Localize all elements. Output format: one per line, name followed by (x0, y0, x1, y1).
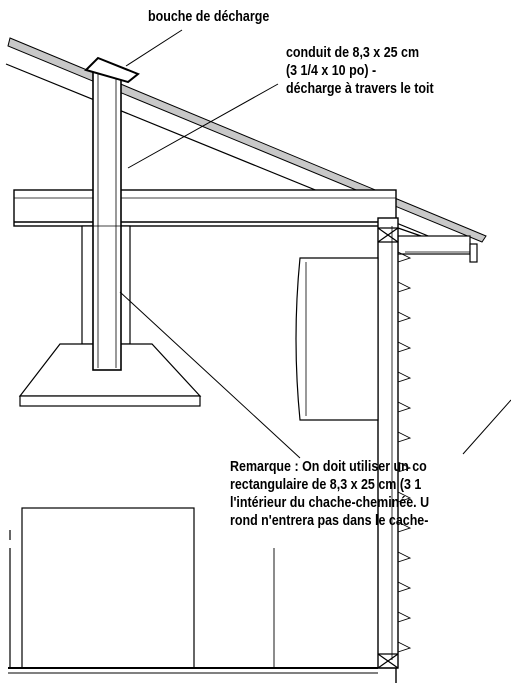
note-line-3: l'intérieur du chache-cheminée. U (230, 495, 430, 511)
window (295, 257, 379, 421)
label-vent: bouche de décharge (148, 9, 270, 25)
duct (92, 71, 122, 371)
label-duct-line-1: conduit de 8,3 x 25 cm (286, 45, 420, 61)
exterior-wall (377, 217, 399, 683)
label-duct-line-2: (3 1/4 x 10 po) - (286, 63, 377, 79)
vent-cap (84, 56, 140, 84)
leader-lines (119, 29, 511, 459)
note-line-4: rond n'entrera pas dans le cache- (230, 513, 429, 529)
cabinet (21, 507, 195, 669)
ceiling-joist (13, 189, 397, 227)
siding (397, 251, 412, 653)
label-duct-line-3: décharge à travers le toit (286, 81, 434, 97)
note-line-2: rectangulaire de 8,3 x 25 cm (3 1 (230, 477, 422, 493)
floor (8, 530, 378, 674)
note-line-1: Remarque : On doit utiliser un co (230, 459, 427, 475)
eave (397, 235, 478, 263)
